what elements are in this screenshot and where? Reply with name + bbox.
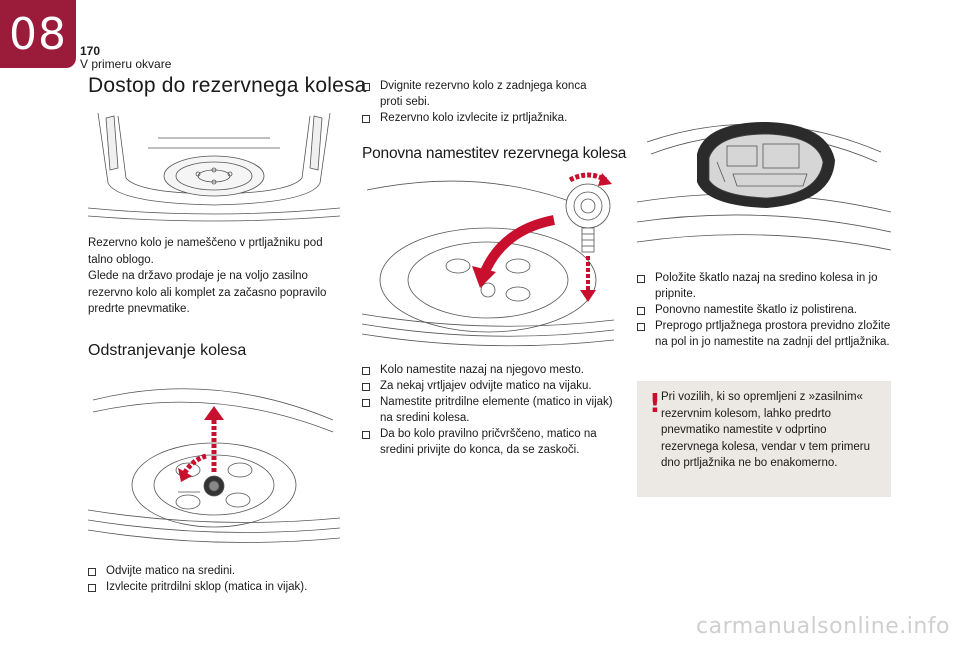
refit-steps-part1: Kolo namestite nazaj na njegovo mesto. Z… [362, 362, 617, 458]
list-item: Preprogo prtljažnega prostora previdno z… [637, 318, 893, 350]
list-item: Kolo namestite nazaj na njegovo mesto. [362, 362, 617, 378]
wheel-removal-illustration [88, 388, 340, 543]
bullet-icon [88, 568, 96, 576]
step-text: Preprogo prtljažnega prostora previdno z… [655, 320, 891, 348]
list-item: Dvignite rezervno kolo z zadnjega konca … [362, 78, 612, 110]
bullet-icon [362, 383, 370, 391]
list-item: Da bo kolo pravilno pričvrščeno, matico … [362, 426, 617, 458]
section-title-removal: Odstranjevanje kolesa [88, 342, 247, 359]
intro-line: Rezervno kolo je nameščeno v prtljažniku… [88, 237, 323, 266]
bullet-icon [362, 367, 370, 375]
trunk-illustration [88, 112, 340, 222]
refit-steps-part2: Položite škatlo nazaj na sredino kolesa … [637, 270, 893, 350]
removal-steps-part2: Dvignite rezervno kolo z zadnjega konca … [362, 78, 612, 126]
step-text: Za nekaj vrtljajev odvijte matico na vij… [380, 380, 592, 392]
list-item: Izvlecite pritrdilni sklop (matica in vi… [88, 579, 348, 595]
intro-paragraph: Rezervno kolo je nameščeno v prtljažniku… [88, 235, 346, 318]
page-number: 170 [80, 44, 101, 58]
warning-box: ! Pri vozilih, ki so opremljeni z »zasil… [637, 381, 891, 497]
step-text: Ponovno namestite škatlo iz polistirena. [655, 304, 857, 316]
chapter-name: V primeru okvare [80, 57, 172, 71]
bullet-icon [362, 431, 370, 439]
step-text: Da bo kolo pravilno pričvrščeno, matico … [380, 428, 597, 456]
spare-wheel-box-illustration [637, 122, 891, 251]
list-item: Namestite pritrdilne elemente (matico in… [362, 394, 617, 426]
bullet-icon [637, 323, 645, 331]
section-title-access: Dostop do rezervnega kolesa [88, 74, 367, 97]
bullet-icon [362, 399, 370, 407]
watermark: carmanualsonline.info [696, 614, 950, 639]
list-item: Rezervno kolo izvlecite iz prtljažnika. [362, 110, 612, 126]
list-item: Za nekaj vrtljajev odvijte matico na vij… [362, 378, 617, 394]
step-text: Odvijte matico na sredini. [106, 565, 236, 577]
bullet-icon [637, 275, 645, 283]
list-item: Ponovno namestite škatlo iz polistirena. [637, 302, 893, 318]
warning-icon: ! [649, 389, 661, 419]
chapter-tab: 08 [0, 0, 76, 68]
bullet-icon [362, 83, 370, 91]
bullet-icon [88, 584, 96, 592]
bullet-icon [637, 307, 645, 315]
step-text: Rezervno kolo izvlecite iz prtljažnika. [380, 112, 568, 124]
list-item: Položite škatlo nazaj na sredino kolesa … [637, 270, 893, 302]
step-text: Izvlecite pritrdilni sklop (matica in vi… [106, 581, 308, 593]
list-item: Odvijte matico na sredini. [88, 563, 348, 579]
bullet-icon [362, 115, 370, 123]
step-text: Dvignite rezervno kolo z zadnjega konca … [380, 80, 587, 108]
wheel-refit-illustration [362, 172, 614, 347]
intro-line: Glede na državo prodaje je na voljo zasi… [88, 270, 327, 315]
removal-steps-part1: Odvijte matico na sredini. Izvlecite pri… [88, 563, 348, 595]
section-title-refit: Ponovna namestitev rezervnega kolesa [362, 145, 627, 162]
step-text: Položite škatlo nazaj na sredino kolesa … [655, 272, 878, 300]
step-text: Namestite pritrdilne elemente (matico in… [380, 396, 613, 424]
step-text: Kolo namestite nazaj na njegovo mesto. [380, 364, 584, 376]
warning-text: Pri vozilih, ki so opremljeni z »zasilni… [661, 391, 871, 469]
chapter-number: 08 [9, 8, 67, 60]
